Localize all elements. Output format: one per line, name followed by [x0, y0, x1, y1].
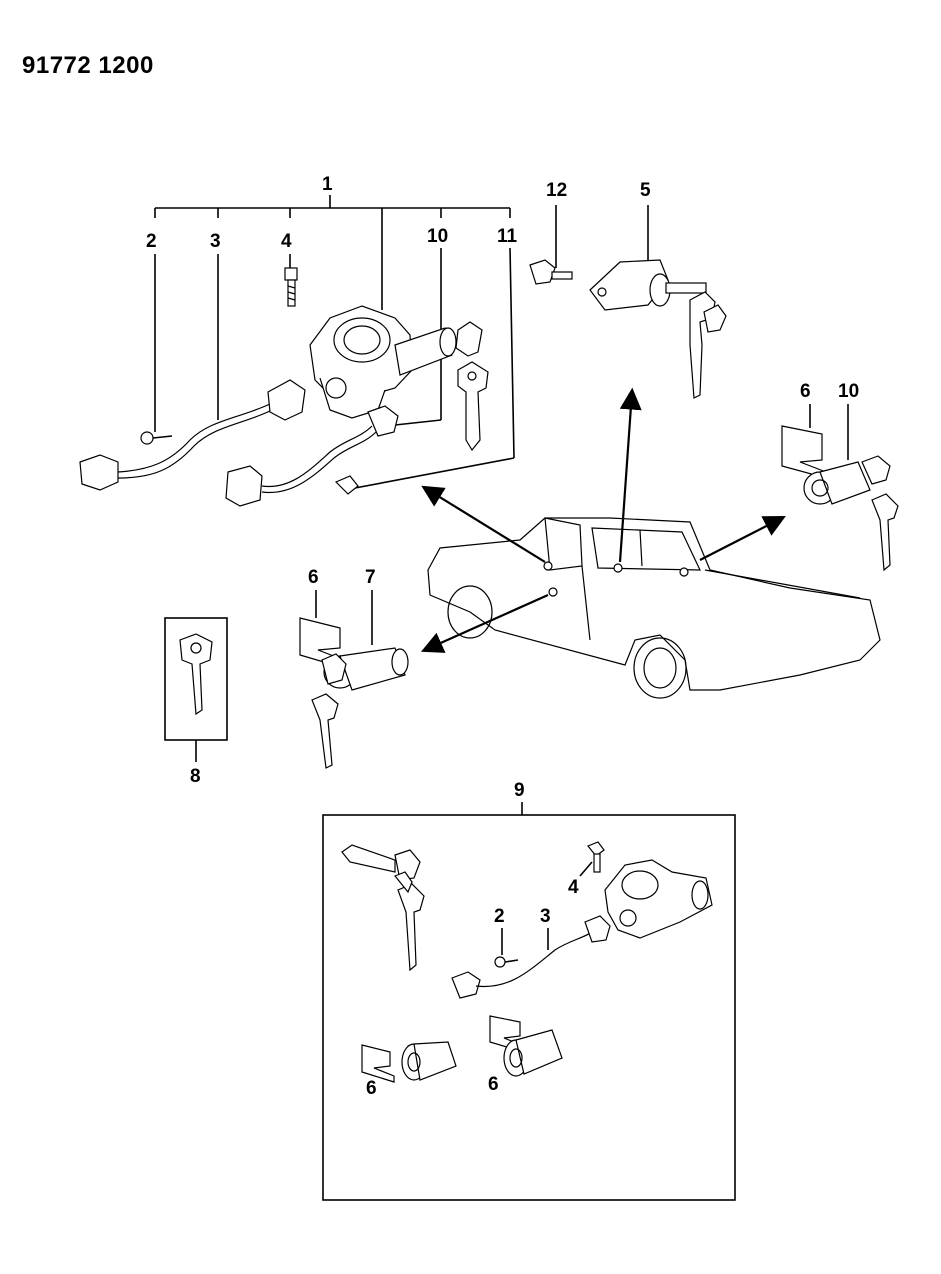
kit-callout-6-a: 6 — [366, 1078, 377, 1099]
retainer-clip-6-right — [781, 425, 827, 479]
callout-1: 1 — [322, 174, 333, 195]
kit-callout-4: 4 — [568, 877, 579, 898]
vehicle-outline — [427, 517, 881, 699]
kit-steering-lock — [604, 859, 713, 939]
callout-1-bracket — [154, 195, 511, 310]
door-lock-cylinder-7 — [311, 647, 409, 769]
kit-callout-3: 3 — [540, 906, 551, 927]
kit-screw-2 — [494, 956, 519, 968]
door-lock-cylinder-10-right — [803, 455, 899, 572]
arrow-to-trunk-lock — [618, 387, 642, 563]
retainer-clip-6-left — [299, 617, 345, 669]
kit-clip-6-a — [361, 1044, 395, 1083]
kit-keys — [341, 844, 425, 972]
callout-3: 3 — [210, 231, 221, 252]
leader-11 — [509, 247, 515, 459]
lock-kit-box-9 — [322, 814, 736, 1201]
trunk-lock-cylinder-5 — [589, 259, 727, 399]
kit-callout-2: 2 — [494, 906, 505, 927]
kit-callout-6-b: 6 — [488, 1074, 499, 1095]
wiring-harness-10 — [225, 405, 399, 507]
callout-7: 7 — [365, 567, 376, 588]
callout-10-right: 10 — [838, 381, 859, 402]
ignition-switch-assembly — [284, 267, 489, 452]
callout-6-right: 6 — [800, 381, 811, 402]
callout-5: 5 — [640, 180, 651, 201]
callout-2: 2 — [146, 231, 157, 252]
callout-12: 12 — [546, 180, 567, 201]
kit-bolt-4 — [587, 841, 605, 873]
callout-9: 9 — [514, 780, 525, 801]
callout-8: 8 — [190, 766, 201, 787]
callout-6-left: 6 — [308, 567, 319, 588]
arrow-to-right-door-lock — [699, 515, 786, 561]
callout-10: 10 — [427, 226, 448, 247]
callout-11: 11 — [497, 226, 518, 247]
kit-cylinder-a — [401, 1041, 457, 1081]
bolt-12 — [529, 259, 573, 285]
callout-4: 4 — [281, 231, 292, 252]
kit-cylinder-b — [503, 1029, 563, 1077]
arrow-to-ignition — [421, 485, 546, 563]
wiring-harness-3 — [79, 379, 306, 491]
document-id: 91772 1200 — [22, 52, 154, 79]
key-blank-8 — [179, 633, 213, 716]
kit-harness-3 — [451, 915, 611, 999]
arrow-to-left-door-lock — [420, 593, 549, 653]
